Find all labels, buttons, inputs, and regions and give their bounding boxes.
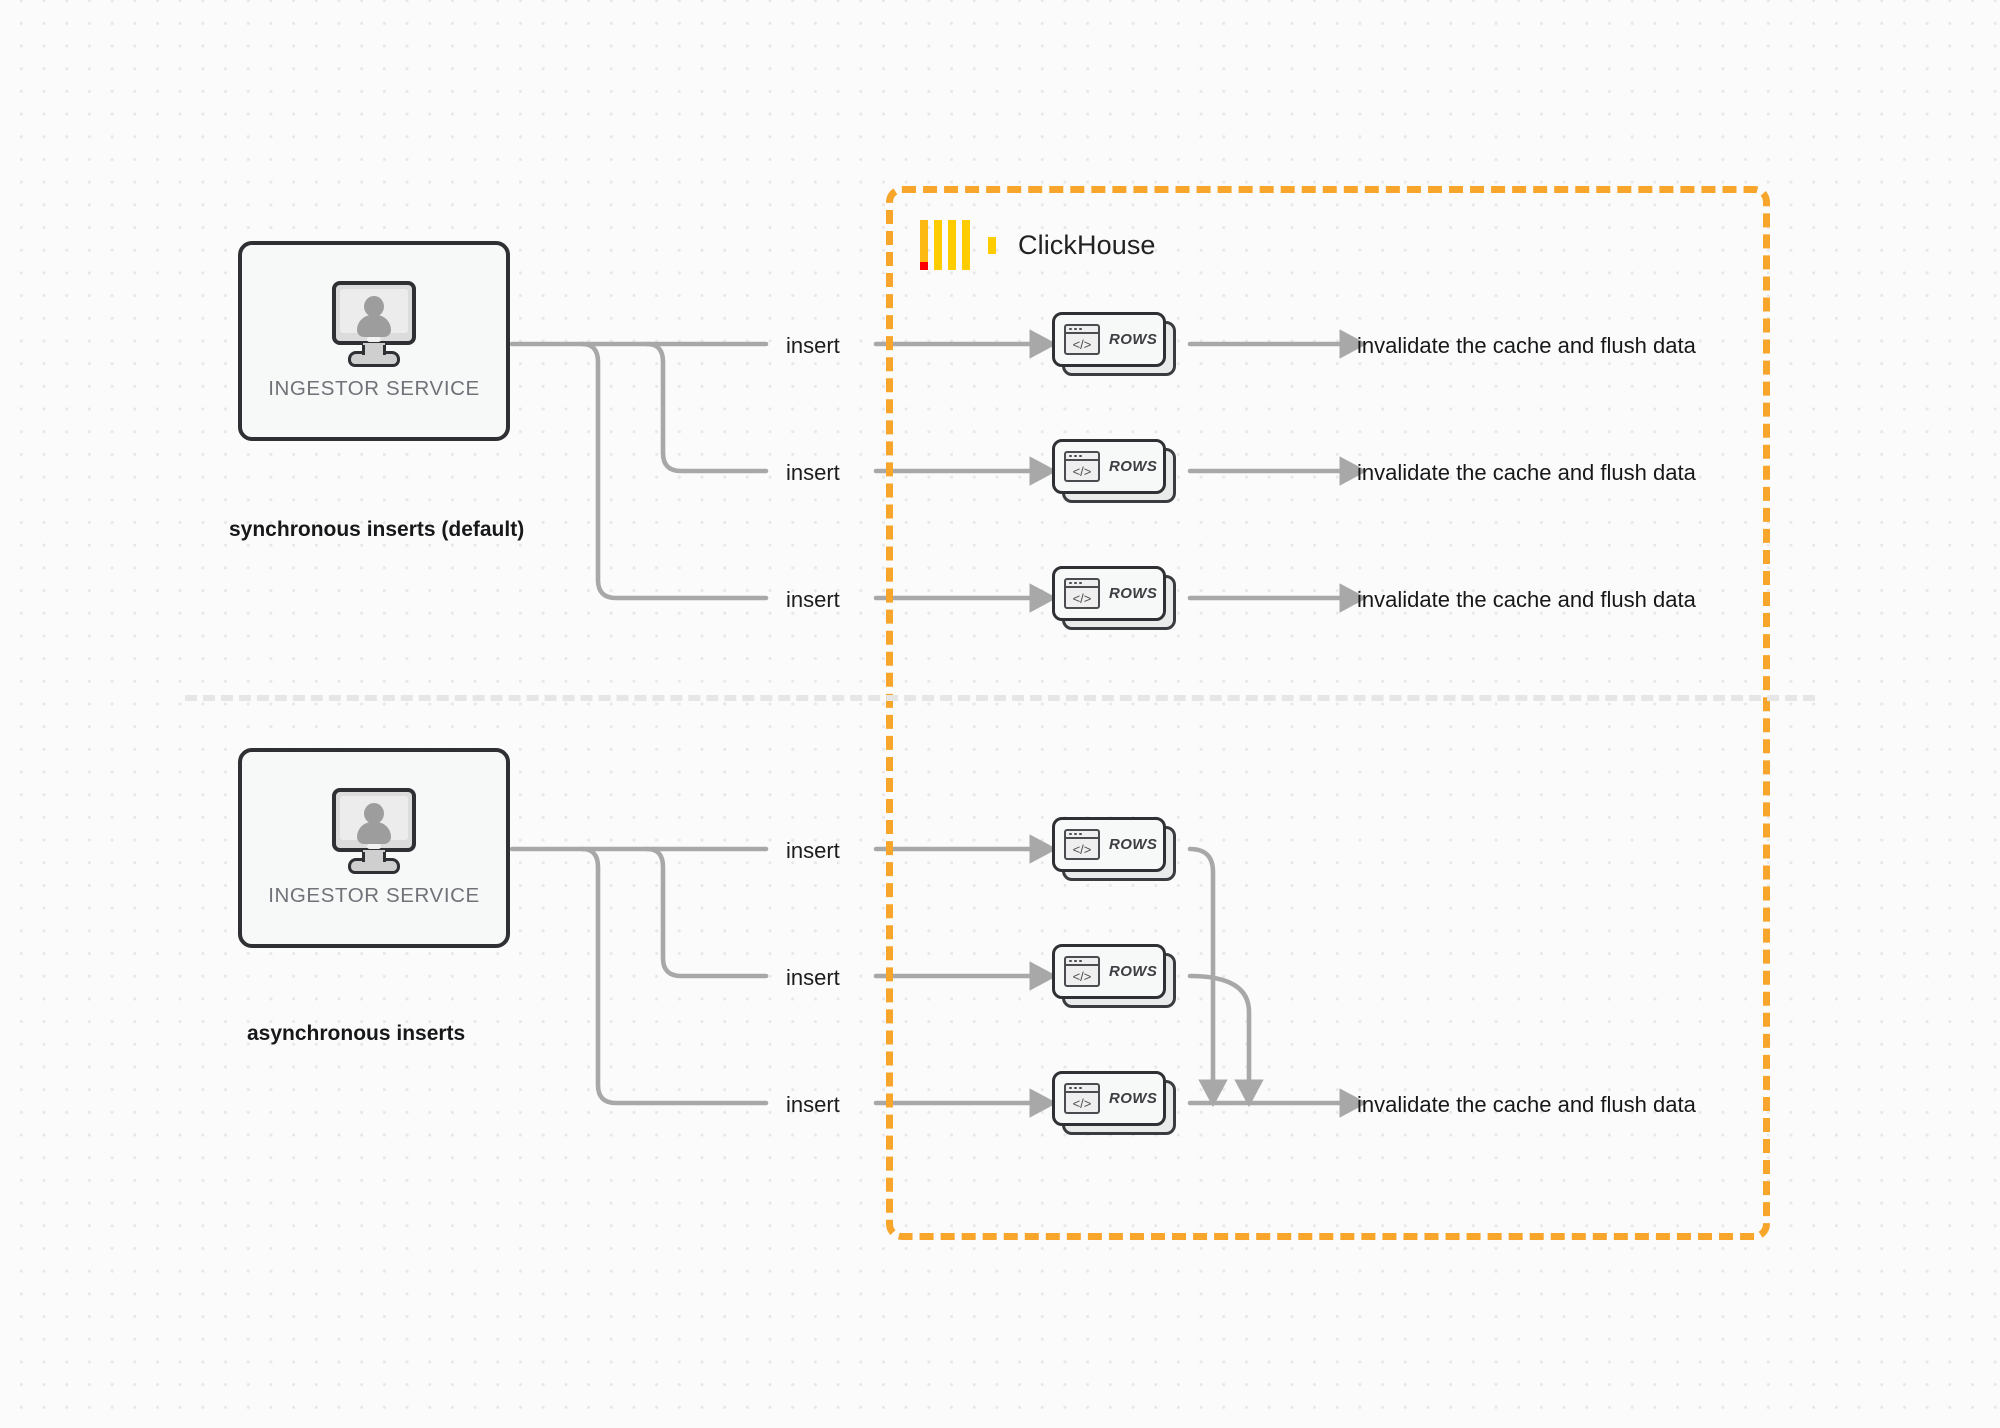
code-window-icon: </>	[1064, 956, 1100, 987]
ingestor-service-sync[interactable]: INGESTOR SERVICE	[238, 241, 510, 441]
rows-node-label: ROWS	[1109, 585, 1158, 602]
section-caption-async: asynchronous inserts	[247, 1022, 466, 1045]
rows-node-async-2[interactable]: </> ROWS	[1052, 944, 1176, 1008]
result-label-sync-1: invalidate the cache and flush data	[1357, 333, 1696, 358]
clickhouse-logo-stub-icon	[988, 236, 996, 254]
clickhouse-boundary	[886, 186, 1770, 1240]
result-label-sync-2: invalidate the cache and flush data	[1357, 460, 1696, 485]
code-window-icon: </>	[1064, 451, 1100, 482]
rows-node-label: ROWS	[1109, 331, 1158, 348]
result-label-sync-3: invalidate the cache and flush data	[1357, 587, 1696, 612]
insert-label-async-3: insert	[786, 1092, 840, 1117]
rows-node-label: ROWS	[1109, 836, 1158, 853]
monitor-user-icon	[328, 788, 420, 874]
insert-label-sync-3: insert	[786, 587, 840, 612]
insert-label-async-1: insert	[786, 838, 840, 863]
rows-node-label: ROWS	[1109, 458, 1158, 475]
rows-node-label: ROWS	[1109, 963, 1158, 980]
clickhouse-brand: ClickHouse	[920, 215, 1156, 275]
section-divider	[185, 695, 1815, 701]
rows-node-async-1[interactable]: </> ROWS	[1052, 817, 1176, 881]
result-label-async-merged: invalidate the cache and flush data	[1357, 1092, 1696, 1117]
code-window-icon: </>	[1064, 829, 1100, 860]
code-window-icon: </>	[1064, 1083, 1100, 1114]
rows-node-sync-3[interactable]: </> ROWS	[1052, 566, 1176, 630]
section-caption-sync: synchronous inserts (default)	[229, 518, 525, 541]
insert-label-sync-1: insert	[786, 333, 840, 358]
insert-label-sync-2: insert	[786, 460, 840, 485]
monitor-user-icon	[328, 281, 420, 367]
code-window-icon: </>	[1064, 578, 1100, 609]
ingestor-service-label-sync: INGESTOR SERVICE	[268, 377, 480, 400]
clickhouse-brand-label: ClickHouse	[1018, 229, 1156, 260]
ingestor-service-async[interactable]: INGESTOR SERVICE	[238, 748, 510, 948]
code-window-icon: </>	[1064, 324, 1100, 355]
rows-node-label: ROWS	[1109, 1090, 1158, 1107]
insert-label-async-2: insert	[786, 965, 840, 990]
rows-node-sync-2[interactable]: </> ROWS	[1052, 439, 1176, 503]
rows-node-async-3[interactable]: </> ROWS	[1052, 1071, 1176, 1135]
ingestor-service-label-async: INGESTOR SERVICE	[268, 884, 480, 907]
rows-node-sync-1[interactable]: </> ROWS	[1052, 312, 1176, 376]
clickhouse-logo-icon	[920, 220, 974, 270]
